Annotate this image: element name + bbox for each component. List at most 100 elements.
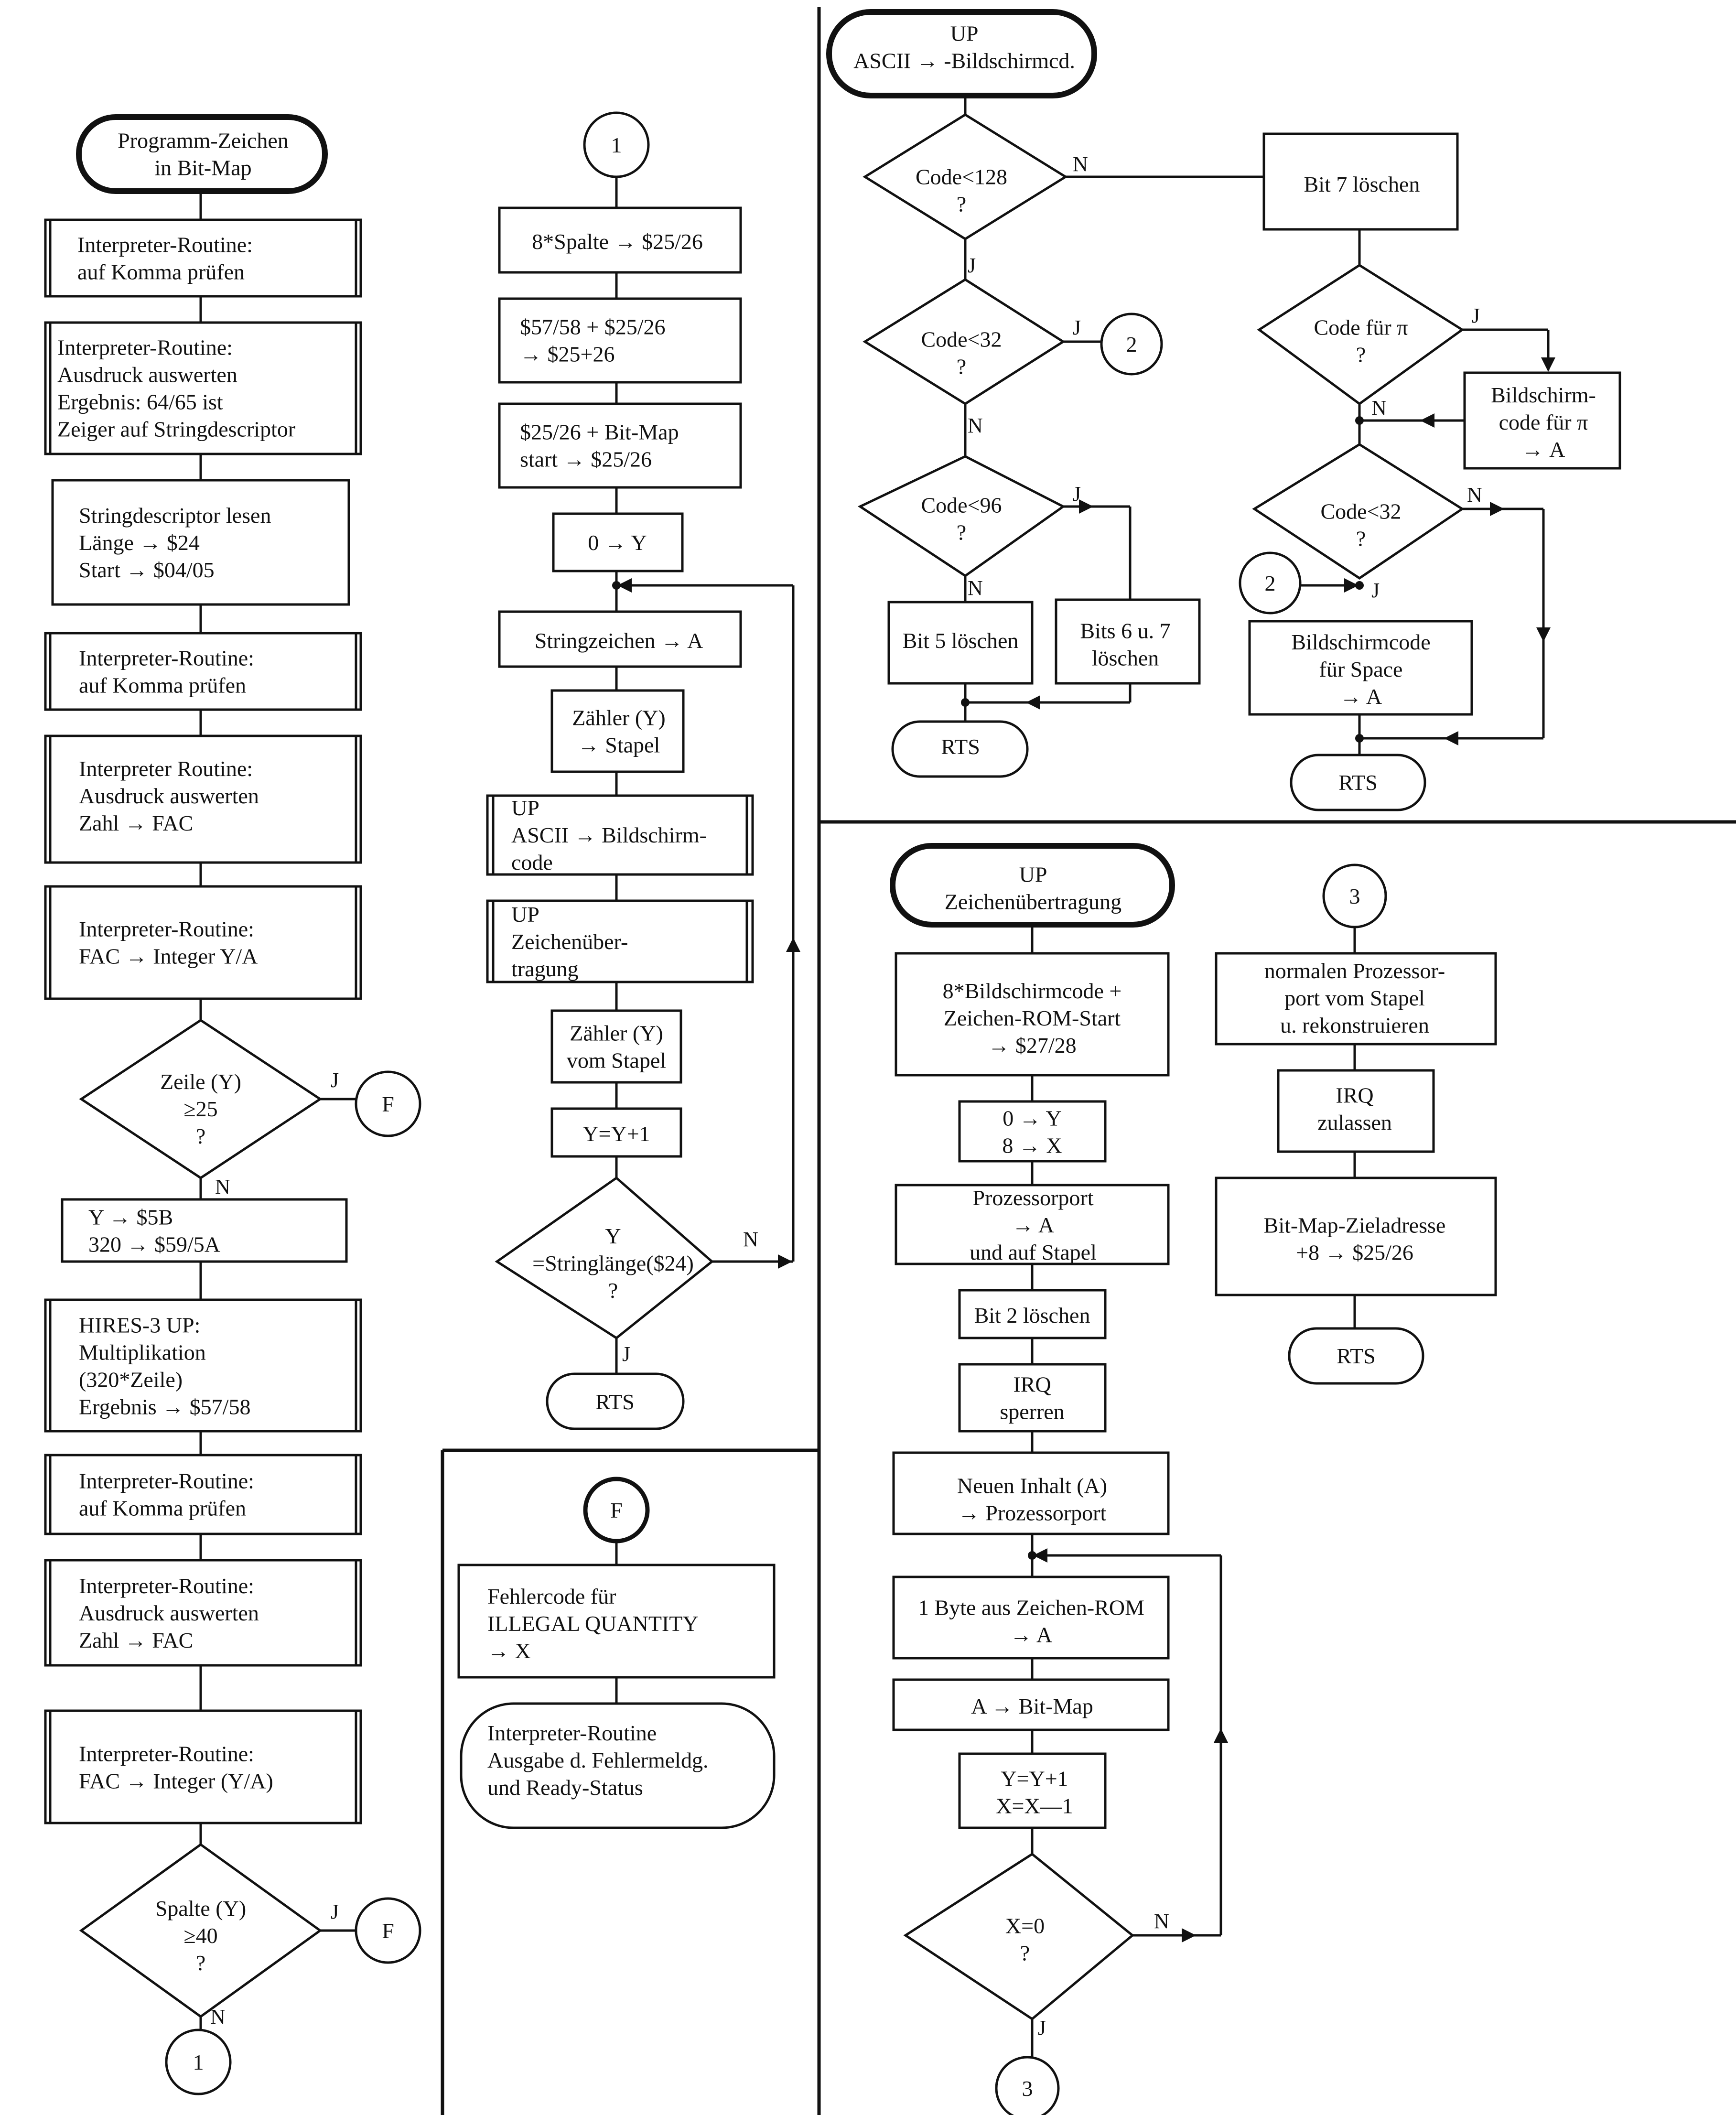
text-line: RTS [941,734,980,759]
cont-step-10: Y=Y+1 [582,1122,650,1146]
main-decision-2-yes: J [331,1900,339,1923]
transfer-decision-label: X=0? [1005,1914,1045,1965]
text-line: 0 → Y [588,530,647,555]
ascii-bit5-label: Bit 5 löschen [903,628,1019,653]
ascii-decision-96-label: Code<96? [921,493,1002,545]
text-line: Code<32 [921,327,1002,352]
text-line: RTS [1338,770,1378,795]
main-flow-shapes [44,114,421,2095]
text-line: ? [1356,527,1366,551]
text-line: IRQ [1336,1083,1373,1108]
ascii-bit7-label: Bit 7 löschen [1304,172,1420,196]
ascii-connector-2-out [1100,313,1163,376]
text-line: Interpreter Routine: [79,756,253,781]
transfer-connector-3-out [995,2056,1060,2115]
transfer-decision-yes: J [1038,2016,1046,2039]
text-line: ASCII → -Bildschirmcd. [853,49,1075,73]
text-line: sperren [1000,1400,1064,1424]
text-line: Interpreter-Routine: [79,1574,254,1598]
text-line: löschen [1092,646,1159,670]
text-line: code für π [1499,410,1588,434]
text-line: auf Komma prüfen [79,673,246,698]
text-line: → Stapel [578,733,660,757]
text-line: Interpreter-Routine: [79,1742,254,1766]
text-line: Zahl → FAC [79,1628,193,1652]
text-line: ? [957,520,966,545]
ascii-d4-no: N [1371,396,1387,420]
transfer-step-6: Neuen Inhalt (A)→ Prozessorport [957,1474,1107,1525]
text-line: Zähler (Y) [572,706,665,730]
text-line: für Space [1319,657,1403,681]
text-line: Zeichenüber- [511,929,628,954]
ascii-flow-shapes [826,9,1621,811]
text-line: → A [1522,437,1565,462]
text-line: 8*Bildschirmcode + [943,979,1122,1003]
transfer-flow-lines [1028,925,1228,2057]
main-connector-f-1 [355,1070,421,1137]
text-line: in Bit-Map [154,156,251,180]
text-line: Neuen Inhalt (A) [957,1474,1107,1498]
text-line: normalen Prozessor- [1264,959,1445,983]
text-line: Zahl → FAC [79,811,193,835]
main-decision-zeile [79,1019,323,1179]
cont-decision-no: N [743,1228,758,1251]
transfer-decision-no: N [1154,1910,1169,1933]
text-line: Ausdruck auswerten [79,784,259,808]
text-line: start → $25/26 [520,447,652,472]
text-line: UP [511,796,539,820]
text-line: vom Stapel [567,1048,666,1073]
text-line: Interpreter-Routine: [79,1469,254,1493]
text-line: ILLEGAL QUANTITY [487,1611,699,1636]
cont-decision-yes: J [622,1342,630,1366]
text-line: Y → $5B [88,1205,173,1230]
text-line: UP [1019,863,1047,887]
text-line: UP [950,22,979,46]
text-line: Zähler (Y) [570,1021,663,1046]
text-line: Y=Y+1 [582,1122,650,1146]
text-line: $57/58 + $25/26 [520,315,666,339]
text-line: Bildschirmcode [1291,630,1430,654]
text-line: Code<32 [1320,499,1401,524]
text-line: ? [608,1278,618,1303]
cont-step-6: Zähler (Y) → Stapel [572,706,665,757]
text-line: 320 → $59/5A [88,1232,220,1257]
transfer-step-1: 8*Bildschirmcode +Zeichen-ROM-Start→ $27… [943,979,1122,1058]
text-line: Bildschirm- [1491,383,1596,407]
main-connector-1-label: 1 [193,2050,204,2074]
text-line: 0 → Y [1003,1106,1062,1131]
cont-end-terminal [546,1372,685,1430]
ascii-decision-128 [863,113,1068,240]
error-end-terminal [460,1702,776,1829]
text-line: Zeiger auf Stringdescriptor [57,417,295,442]
ascii-start-label: UP ASCII → -Bildschirmcd. [853,22,1075,73]
cont-connector-label: 1 [611,133,622,157]
text-line: =Stringlänge($24) [532,1251,694,1275]
text-line: ASCII → Bildschirm- [511,823,707,847]
text-line: auf Komma prüfen [77,260,245,284]
text-line: ≥40 [183,1923,217,1948]
text-line: ? [1356,343,1366,367]
text-line: Y=Y+1 [1001,1767,1068,1791]
text-line: Stringdescriptor lesen [79,503,271,528]
cont-step-4: 0 → Y [588,530,647,555]
main-step-9: Interpreter-Routine:auf Komma prüfen [79,1469,254,1521]
ascii-d5-yes: J [1371,579,1380,602]
text-line: tragung [511,957,579,981]
text-line: X=X—1 [996,1794,1073,1818]
text-line: → $25+26 [520,342,615,367]
text-line: Spalte (Y) [155,1896,246,1921]
